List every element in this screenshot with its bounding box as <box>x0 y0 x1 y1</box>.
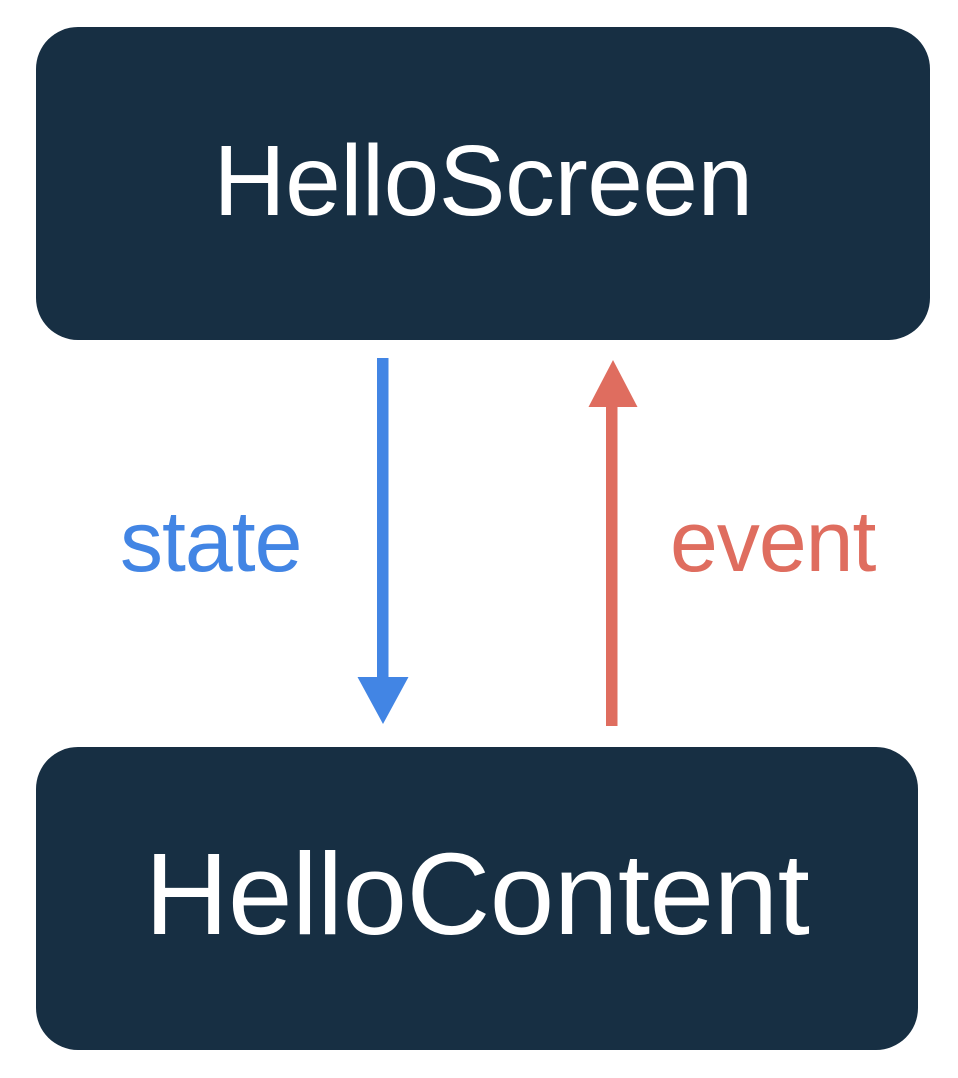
state-arrow <box>357 358 409 724</box>
node-hello-content-label: HelloContent <box>144 828 810 959</box>
event-arrow <box>588 360 638 726</box>
edge-label-state: state <box>120 494 302 590</box>
node-hello-content[interactable]: HelloContent <box>36 747 918 1050</box>
node-hello-screen[interactable]: HelloScreen <box>36 27 930 340</box>
edge-label-event: event <box>670 494 876 590</box>
node-hello-screen-label: HelloScreen <box>213 124 753 237</box>
